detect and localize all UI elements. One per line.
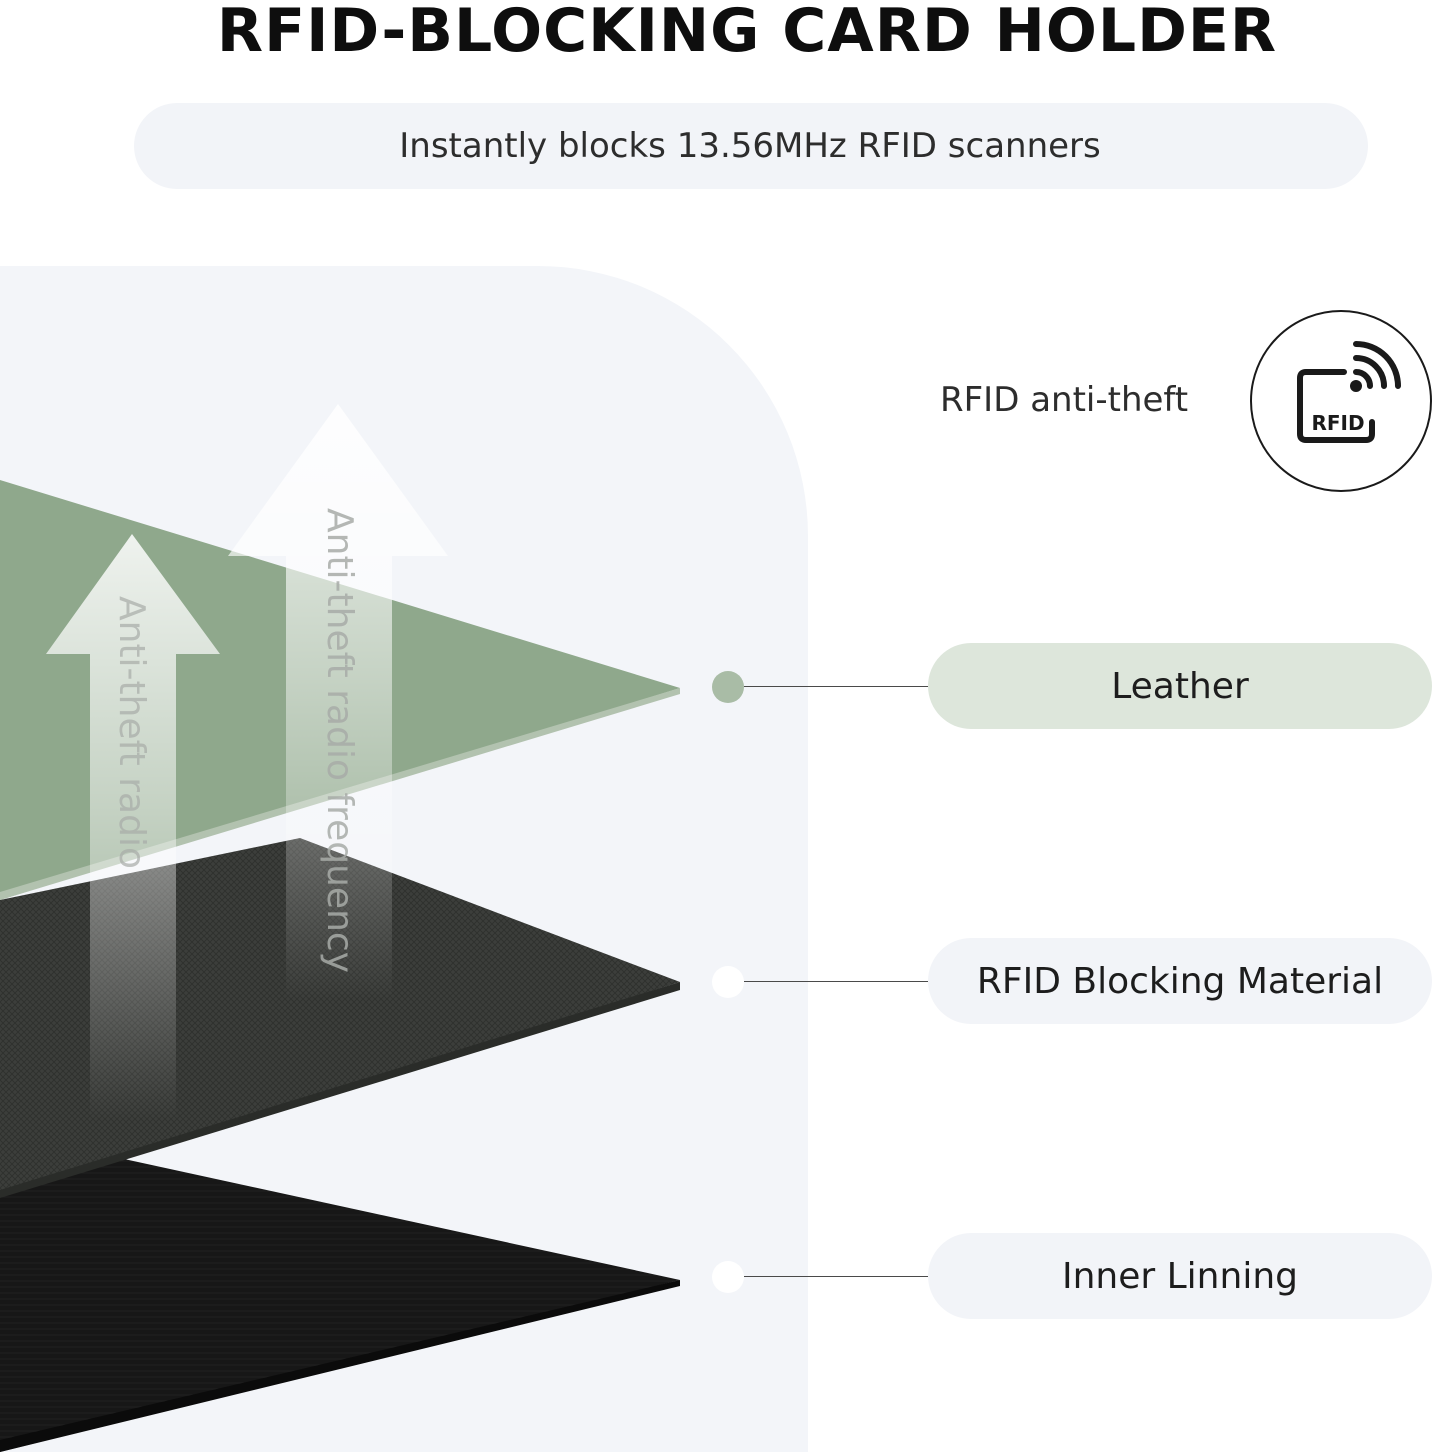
- inner-lining-connector: [744, 1276, 928, 1277]
- rfid-signal-icon: RFID: [1297, 341, 1401, 443]
- subtitle-text: Instantly blocks 13.56MHz RFID scanners: [399, 126, 1101, 166]
- leather-connector: [744, 686, 928, 687]
- rfid-anti-theft-label: RFID anti-theft: [940, 380, 1189, 420]
- rfid-badge-text: RFID: [1311, 411, 1364, 435]
- rfid-blocking-connector: [744, 981, 928, 982]
- leather-dot: [712, 671, 744, 703]
- layer-label-leather: Leather: [928, 643, 1432, 729]
- anti-theft-arrow-right: [228, 404, 448, 1000]
- layer-label-rfid-blocking: RFID Blocking Material: [928, 938, 1432, 1024]
- layer-label-inner-lining: Inner Linning: [928, 1233, 1432, 1319]
- page-title: RFID-BLOCKING CARD HOLDER: [216, 0, 1278, 66]
- inner-lining-layer: [0, 1132, 680, 1452]
- subtitle-banner: Instantly blocks 13.56MHz RFID scanners: [134, 103, 1368, 189]
- arrow-label-left: Anti-theft radio: [111, 596, 152, 869]
- arrow-label-right: Anti-theft radio frequency: [319, 508, 360, 973]
- inner-lining-dot: [712, 1261, 744, 1293]
- rfid-blocking-dot: [712, 966, 744, 998]
- anti-theft-arrow-left: [46, 534, 220, 1120]
- rfid-badge: RFID: [1250, 310, 1432, 492]
